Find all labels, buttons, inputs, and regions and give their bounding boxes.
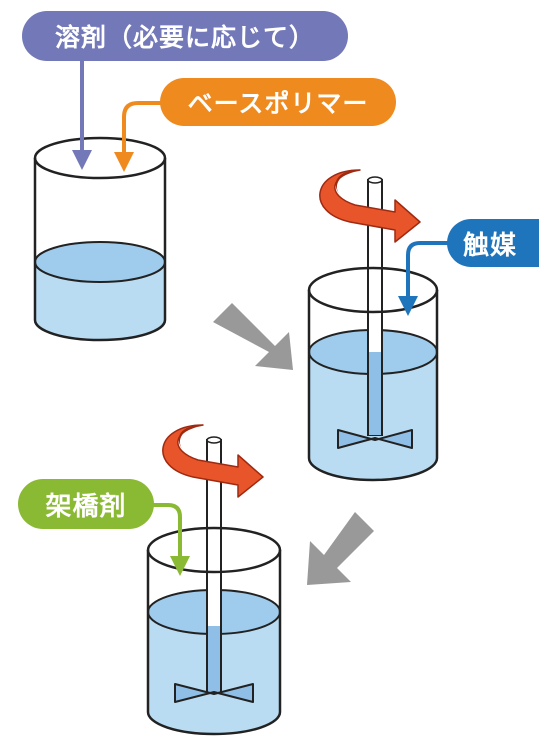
stirrer-2-blade (337, 429, 413, 449)
gray-flow-arrow-icon (213, 303, 293, 370)
beaker-2 (307, 176, 439, 482)
catalyst-label: 触媒 (447, 219, 539, 267)
polymer-feed-arrow (114, 101, 162, 172)
beaker-2-rim (307, 266, 439, 314)
beaker-1-rim (33, 136, 167, 180)
base-polymer-label: ベースポリマー (160, 78, 396, 126)
beaker-1-liquid (35, 262, 165, 340)
rotation-arrow-icon (319, 169, 421, 243)
beaker-3-rim (146, 526, 282, 574)
solvent-label: 溶剤（必要に応じて） (22, 11, 348, 61)
crosslinker-label: 架橋剤 (18, 479, 154, 529)
beaker-3 (146, 436, 282, 736)
crosslinker-feed-arrow (152, 503, 190, 576)
catalyst-feed-arrow (398, 241, 449, 316)
beaker-1-liquid-surface (34, 241, 166, 283)
beaker-1 (33, 136, 167, 342)
stirrer-3 (174, 436, 254, 703)
stirrer-3-blade (174, 683, 254, 703)
stirrer-2 (337, 176, 413, 449)
gray-flow-arrow-icon (307, 512, 374, 585)
rotation-arrow-icon (162, 424, 264, 498)
